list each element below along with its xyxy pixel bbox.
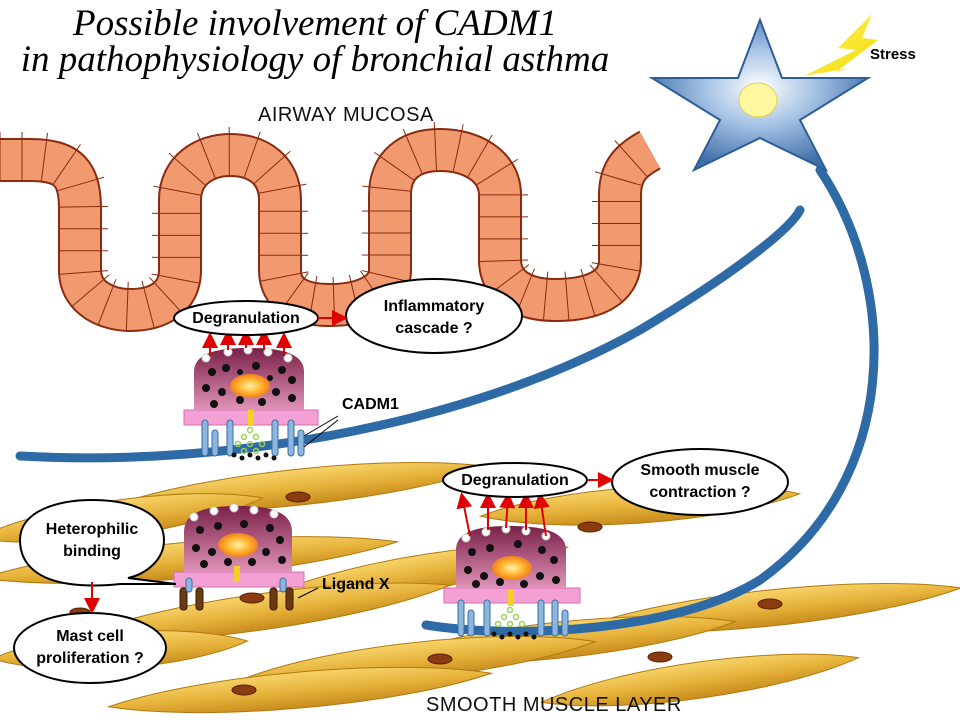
inflammatory-line2: cascade ? <box>346 318 522 340</box>
ligand-x-label: Ligand X <box>322 576 390 594</box>
lower-degranulation-label: Degranulation <box>443 470 587 492</box>
smooth-muscle-layer-label: SMOOTH MUSCLE LAYER <box>426 694 682 717</box>
title-line-2: in pathophysiology of bronchial asthma <box>0 40 630 80</box>
title-line-1: Possible involvement of CADM1 <box>0 4 630 44</box>
heterophilic-line1: Heterophilic <box>20 519 164 541</box>
cadm1-label: CADM1 <box>342 396 399 414</box>
inflammatory-line1: Inflammatory <box>346 296 522 318</box>
upper-degranulation-label: Degranulation <box>174 308 318 330</box>
stress-label: Stress <box>870 46 916 63</box>
heterophilic-line2: binding <box>20 541 164 563</box>
airway-mucosa-label: AIRWAY MUCOSA <box>258 104 434 127</box>
proliferation-line2: proliferation ? <box>14 648 166 670</box>
proliferation-line1: Mast cell <box>14 626 166 648</box>
airway-epithelium <box>0 122 650 330</box>
mast-cell-upper <box>184 333 318 461</box>
smooth-contraction-line2: contraction ? <box>612 482 788 504</box>
stress-star-icon <box>652 20 868 170</box>
lightning-bolt-icon <box>804 14 878 76</box>
smooth-contraction-line1: Smooth muscle <box>612 460 788 482</box>
